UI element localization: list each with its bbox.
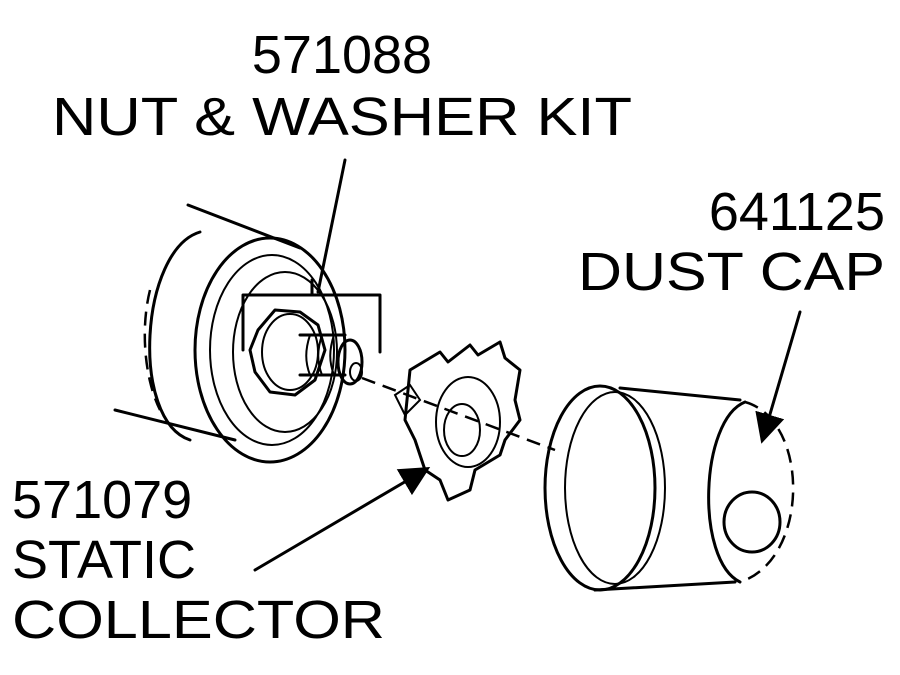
nut-and-washer-drawing xyxy=(241,278,382,397)
leader-arrow-static-collector xyxy=(253,466,431,572)
nut-kit-name: NUT & WASHER KIT xyxy=(52,87,632,147)
nut-kit-part-number: 571088 xyxy=(252,25,432,85)
dust-cap-drawing xyxy=(543,384,795,592)
leader-arrow-dust-cap xyxy=(755,310,802,444)
static-collector-part-number: 571079 xyxy=(12,470,192,530)
static-collector-name-line1: STATIC xyxy=(12,530,196,590)
leader-arrow-nut-kit xyxy=(316,158,347,294)
wheel-hub-drawing xyxy=(113,203,347,464)
center-axis-line xyxy=(361,376,556,452)
dust-cap-part-number: 641125 xyxy=(709,182,885,242)
static-collector-name-line2: COLLECTOR xyxy=(12,590,385,650)
dust-cap-name: DUST CAP xyxy=(578,242,885,302)
